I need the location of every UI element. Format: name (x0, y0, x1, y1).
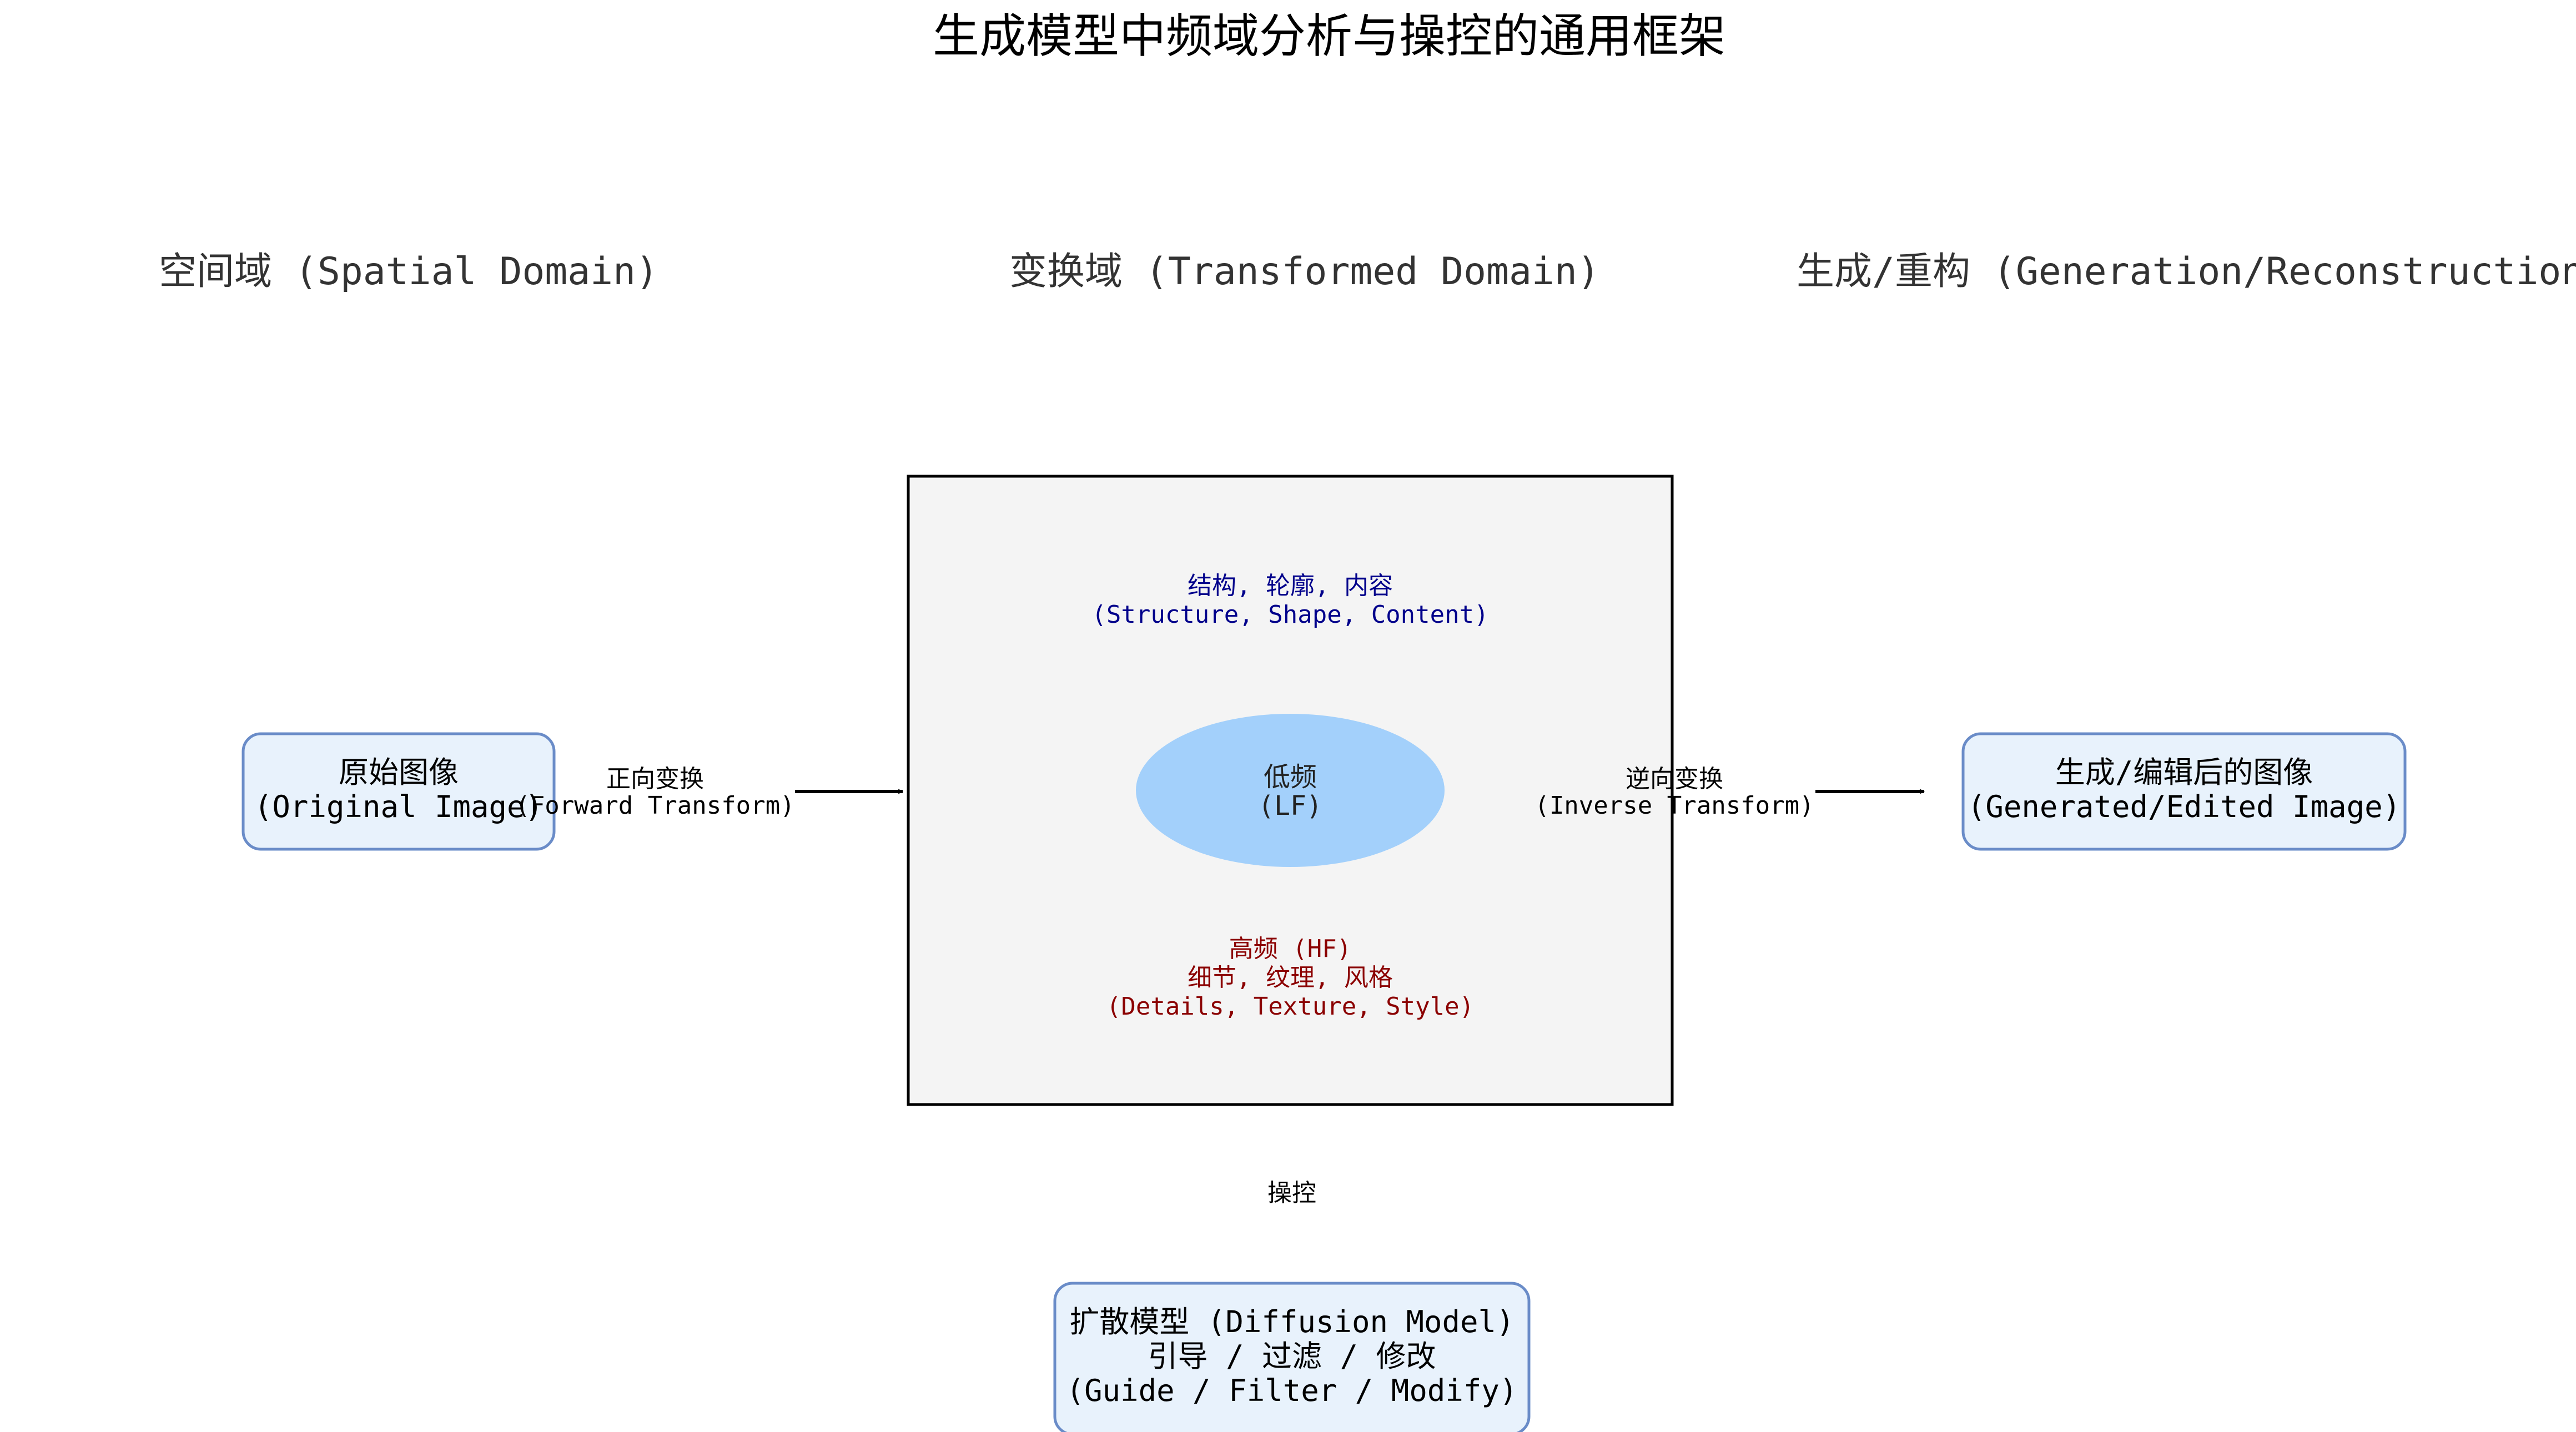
forward-transform-label: 正向变换 (606, 765, 704, 793)
structure-label-en: (Structure, Shape, Content) (1091, 601, 1488, 629)
inverse-transform-label: 逆向变换 (1626, 765, 1723, 793)
heading-transformed-domain: 变换域 (Transformed Domain) (1009, 250, 1600, 294)
diffusion-model-node (1053, 1282, 1531, 1432)
diffusion-model-label: 扩散模型 (Diffusion Model) (1069, 1304, 1514, 1339)
generated-image-label: 生成/编辑后的图像 (2055, 755, 2313, 790)
heading-spatial-domain: 空间域 (Spatial Domain) (159, 250, 658, 294)
generated-image-label-en: (Generated/Edited Image) (1968, 789, 2401, 824)
low-frequency-ellipse (1136, 714, 1445, 867)
high-frequency-desc: 细节, 纹理, 风格 (1188, 964, 1393, 992)
diagram-title: 生成模型中频域分析与操控的通用框架 (933, 9, 1725, 63)
high-frequency-label: 高频 (HF) (1229, 935, 1351, 963)
diffusion-model-actions-en: (Guide / Filter / Modify) (1066, 1373, 1518, 1408)
structure-label: 结构, 轮廓, 内容 (1188, 572, 1393, 600)
inverse-transform-label-en: (Inverse Transform) (1534, 791, 1814, 820)
generated-image-node (1961, 732, 2407, 851)
high-frequency-desc-en: (Details, Texture, Style) (1106, 992, 1474, 1021)
forward-transform-label-en: (Forward Transform) (515, 791, 794, 820)
original-image-label-en: (Original Image) (254, 789, 543, 824)
manipulate-label: 操控 (1267, 1179, 1316, 1207)
diffusion-model-actions: 引导 / 过滤 / 修改 (1148, 1339, 1436, 1374)
original-image-node (242, 732, 556, 851)
low-frequency-label-en: (LF) (1258, 790, 1322, 821)
heading-generation-reconstruction: 生成/重构 (Generation/Reconstruction) (1797, 250, 2576, 294)
original-image-label: 原始图像 (339, 755, 459, 790)
low-frequency-label: 低频 (1264, 762, 1317, 793)
